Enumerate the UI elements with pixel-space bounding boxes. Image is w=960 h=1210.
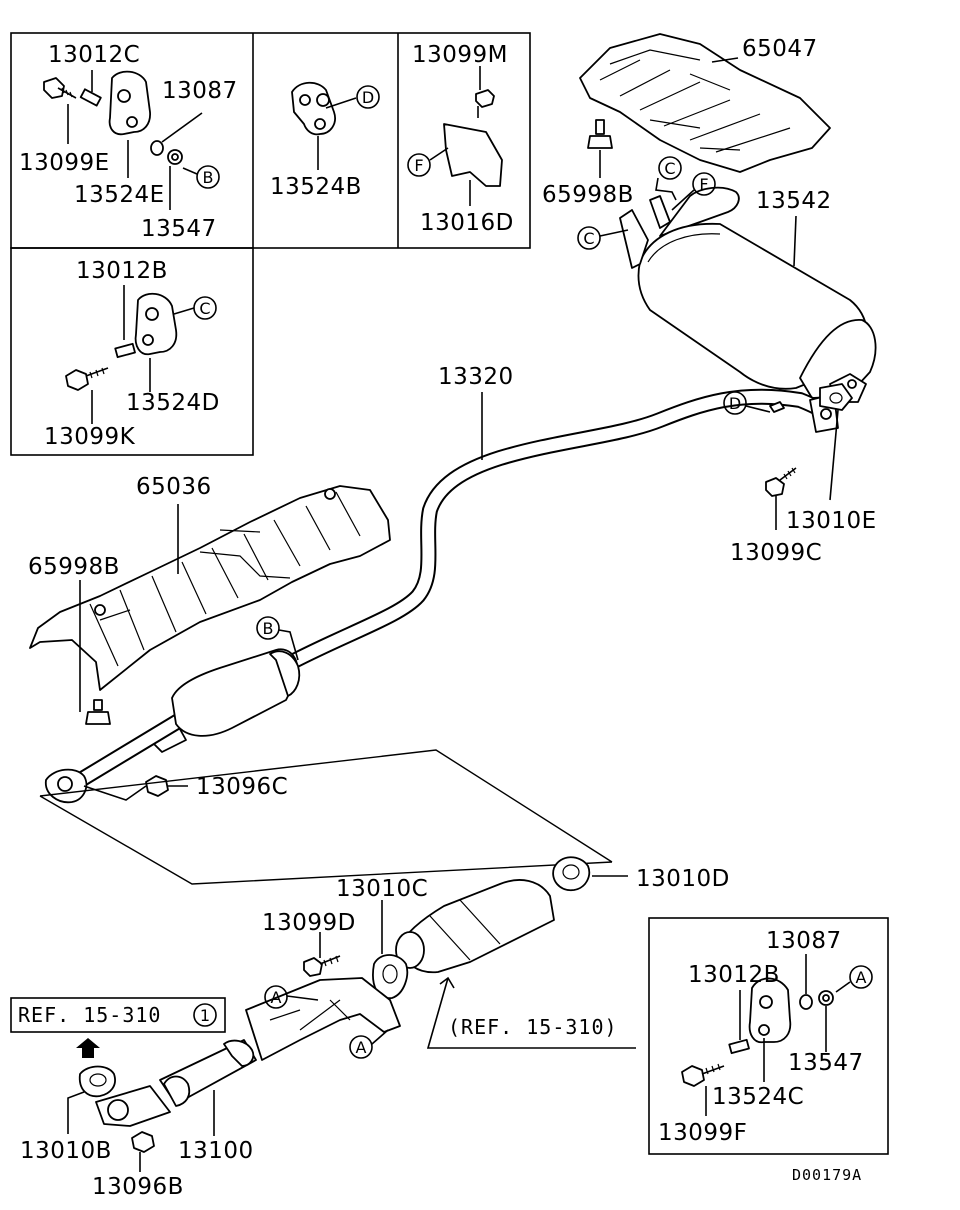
clip-65998B-top [587,119,613,178]
svg-text:1: 1 [200,1006,210,1025]
label-65047: 65047 [742,36,818,62]
svg-text:F: F [414,156,423,175]
inset-panel-bottom-right [648,917,889,1155]
svg-text:F: F [699,175,708,194]
callout-B-pipe: B [256,616,280,640]
label-13012C: 13012C [48,42,140,68]
svg-text:A: A [856,968,867,987]
clip-65998B-left [79,580,111,725]
callout-F-muffler: F [692,172,716,196]
label-13099M: 13099M [412,42,508,68]
gasket-13010E [819,383,853,501]
label-65998B-left: 65998B [28,554,120,580]
callout-A-frontpipe-1: A [264,985,288,1009]
label-13010B: 13010B [20,1138,112,1164]
ref-box-15-310: REF. 15-310 1 [10,997,226,1058]
bracket-13524C-group [681,954,851,1116]
callout-C-muffler-2: C [577,226,601,250]
label-13012B-left: 13012B [76,258,168,284]
svg-text:REF. 15-310: REF. 15-310 [18,1003,161,1027]
nut-13096B [131,1131,155,1172]
svg-text:D: D [362,88,374,107]
svg-text:C: C [583,229,594,248]
callout-A-frontpipe-2: A [349,1035,373,1059]
ref-arrow-icon [76,1038,100,1058]
bolt-13099D [303,932,341,977]
bracket-13524D-group [65,285,195,424]
label-13099K: 13099K [44,424,136,450]
connection-outline [39,749,613,885]
label-13012B-br: 13012B [688,962,780,988]
heat-shield-65036 [29,485,391,691]
label-13016D: 13016D [420,210,514,236]
label-13096C: 13096C [196,774,288,800]
callout-C-muffler-1: C [658,156,682,180]
svg-text:B: B [263,619,274,638]
diagram-code: D00179A [792,1166,862,1184]
svg-text:D: D [729,394,741,413]
svg-text:A: A [356,1038,367,1057]
svg-text:C: C [664,159,675,178]
front-pipe-13100 [95,977,401,1127]
nut-13096C [145,775,188,797]
label-13099F: 13099F [658,1120,747,1146]
gasket-13010B [67,1065,116,1134]
label-13320: 13320 [438,364,514,390]
label-13099C: 13099C [730,540,822,566]
bracket-13524E-group [43,70,203,210]
label-13096B: 13096B [92,1174,184,1200]
label-13547-br: 13547 [788,1050,864,1076]
callout-B-inset: B [196,165,220,189]
callout-F-inset: F [407,153,431,177]
label-ref-catalytic: (REF. 15-310) [448,1015,618,1039]
label-13099D: 13099D [262,910,356,936]
front-catalytic-section [45,648,301,804]
label-13524D: 13524D [126,390,220,416]
gasket-13010D [552,856,628,892]
svg-text:A: A [271,988,282,1007]
label-13010C: 13010C [336,876,428,902]
label-13100: 13100 [178,1138,254,1164]
heat-shield-65047 [579,33,831,173]
label-13524E: 13524E [74,182,165,208]
label-13524B: 13524B [270,174,362,200]
label-13099E: 13099E [19,150,110,176]
label-13010D: 13010D [636,866,730,892]
label-13087-br: 13087 [766,928,842,954]
label-13087: 13087 [162,78,238,104]
svg-text:B: B [203,168,214,187]
bracket-13016D-group [429,66,503,206]
bracket-13524B-group [291,81,357,170]
catalytic-converter [395,879,555,974]
inset-panel-top-left [10,32,531,456]
bolt-13099C [765,467,797,530]
callout-D-inset: D [356,85,380,109]
callout-A-inset: A [849,965,873,989]
callout-D-pipe: D [723,391,747,415]
muffler-13542 [619,186,877,403]
label-65998B-top: 65998B [542,182,634,208]
label-13524C: 13524C [712,1084,804,1110]
svg-text:C: C [199,299,210,318]
callout-C-inset: C [193,296,217,320]
label-13010E: 13010E [786,508,877,534]
label-13542: 13542 [756,188,832,214]
label-13547: 13547 [141,216,217,242]
label-65036: 65036 [136,474,212,500]
